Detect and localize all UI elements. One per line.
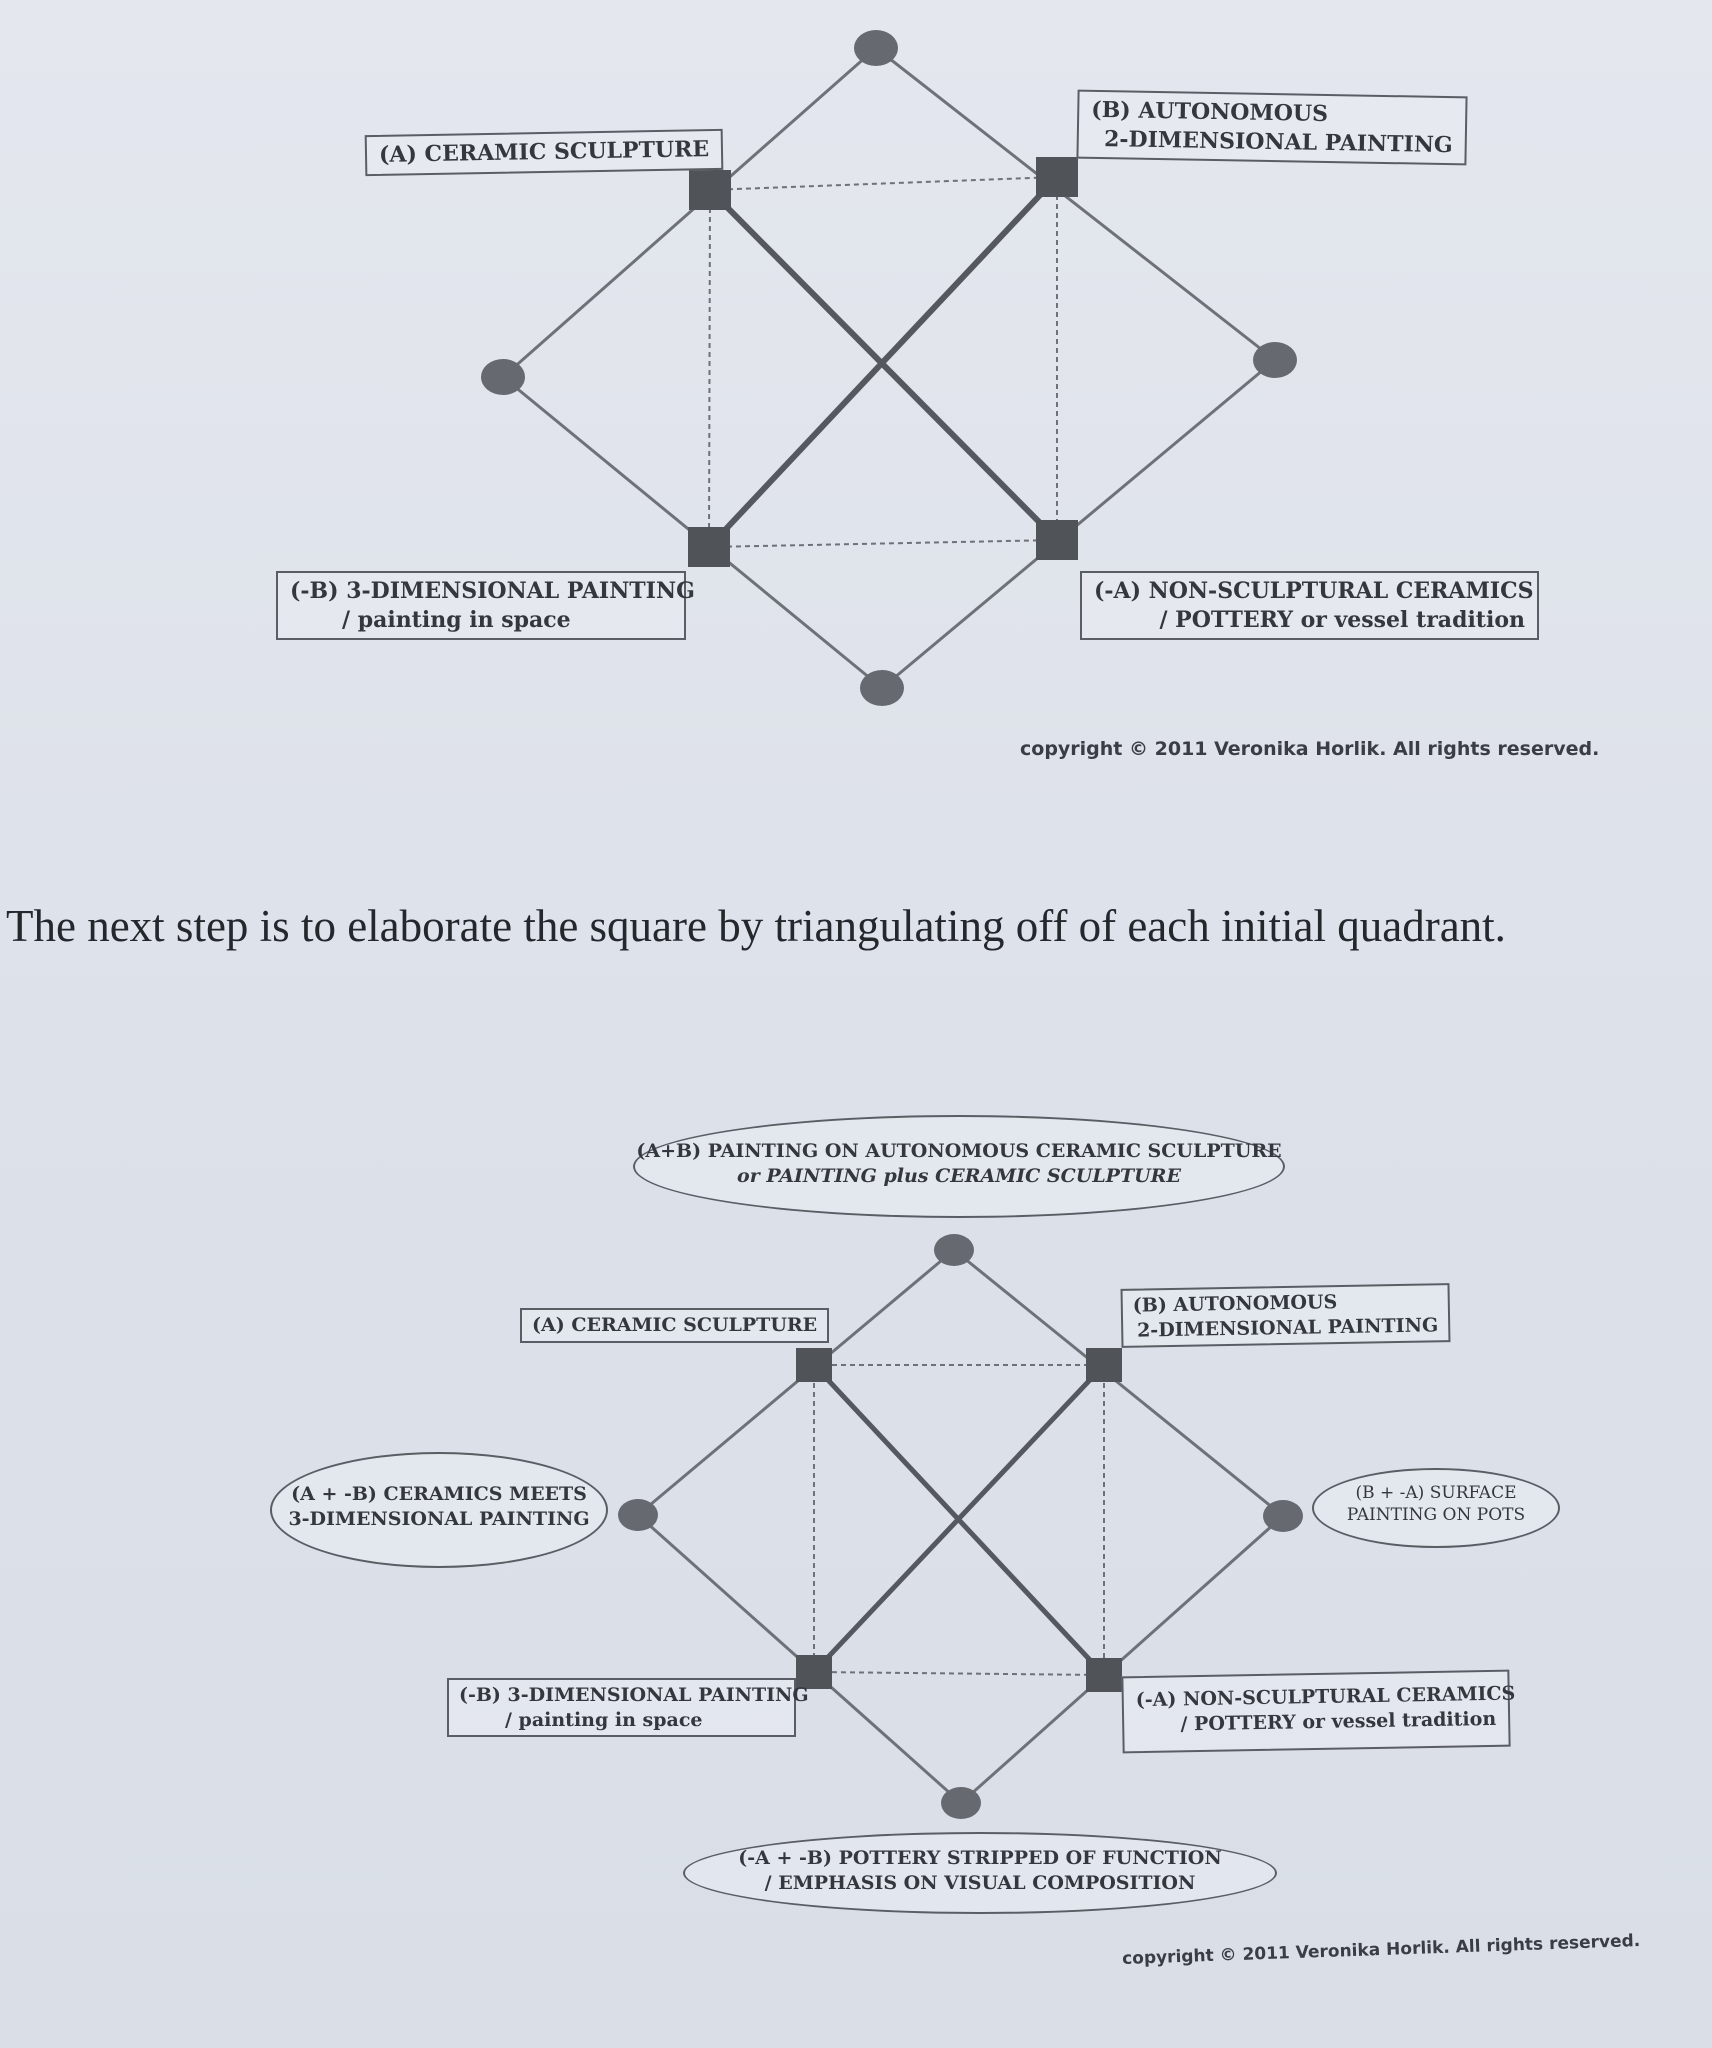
- node-square-neg-a: [1036, 520, 1078, 560]
- node-circle-top: [854, 30, 898, 66]
- oval-b-plus-neg-a: (B + -A) SURFACE PAINTING ON POTS: [1312, 1468, 1560, 1548]
- diamond-edge-top-left: [502, 46, 877, 379]
- diamond-edge-top-left: [637, 1248, 955, 1517]
- label-neg-a-non-sculptural-ceramics: (-A) NON-SCULPTURAL CERAMICS / POTTERY o…: [1080, 571, 1539, 641]
- diagram-lines: [481, 30, 1297, 706]
- oval-a-plus-neg-b: (A + -B) CERAMICS MEETS 3-DIMENSIONAL PA…: [270, 1452, 608, 1568]
- node-circle-left: [481, 359, 525, 395]
- node-circle-bottom: [860, 670, 904, 706]
- dotted-bottom: [813, 1671, 1105, 1676]
- label-neg-a-non-sculptural-ceramics: (-A) NON-SCULPTURAL CERAMICS / POTTERY o…: [1121, 1669, 1515, 1754]
- diagonal-b-to-neg-b: [706, 174, 1060, 550]
- label-b-autonomous-painting: (B) AUTONOMOUS 2-DIMENSIONAL PAINTING: [1076, 89, 1468, 166]
- node-square-a: [796, 1348, 832, 1382]
- node-square-b: [1036, 157, 1078, 197]
- node-square-neg-b: [796, 1655, 832, 1689]
- label-a-ceramic-sculpture: (A) CERAMIC SCULPTURE: [364, 128, 724, 176]
- node-square-neg-b: [688, 527, 730, 567]
- diagram-lines-expanded: [618, 1234, 1303, 1819]
- label-a-ceramic-sculpture: (A) CERAMIC SCULPTURE: [520, 1308, 830, 1343]
- node-circle-right: [1253, 342, 1297, 378]
- label-neg-b-3d-painting: (-B) 3-DIMENSIONAL PAINTING / painting i…: [447, 1678, 809, 1738]
- node-circle-left: [618, 1499, 658, 1531]
- semiotic-square-diagram: (A) CERAMIC SCULPTURE (B) AUTONOMOUS 2-D…: [0, 0, 1712, 790]
- node-circle-top: [934, 1234, 974, 1266]
- label-b-autonomous-painting: (B) AUTONOMOUS 2-DIMENSIONAL PAINTING: [1120, 1283, 1451, 1349]
- diamond-edge-top-right: [953, 1248, 1284, 1518]
- oval-a-plus-b: (A+B) PAINTING ON AUTONOMOUS CERAMIC SCU…: [633, 1115, 1285, 1218]
- expanded-semiotic-square-diagram: (A+B) PAINTING ON AUTONOMOUS CERAMIC SCU…: [0, 1110, 1712, 1990]
- copyright-notice: copyright © 2011 Veronika Horlik. All ri…: [1020, 738, 1600, 760]
- node-circle-bottom: [941, 1787, 981, 1819]
- dotted-left: [708, 189, 711, 548]
- node-square-a: [689, 170, 731, 210]
- node-circle-right: [1263, 1500, 1303, 1532]
- dotted-top: [709, 176, 1058, 191]
- label-neg-b-3d-painting: (-B) 3-DIMENSIONAL PAINTING / painting i…: [276, 571, 695, 641]
- oval-neg-a-plus-neg-b: (-A + -B) POTTERY STRIPPED OF FUNCTION /…: [683, 1832, 1277, 1914]
- diamond-edge-top-right: [875, 46, 1276, 362]
- node-square-b: [1086, 1348, 1122, 1382]
- diagonal-b-to-neg-b: [812, 1363, 1106, 1674]
- body-paragraph: The next step is to elaborate the square…: [6, 901, 1506, 951]
- node-square-neg-a: [1086, 1658, 1122, 1692]
- diamond-edge-bottom-right: [881, 358, 1276, 690]
- dotted-bottom: [708, 539, 1058, 548]
